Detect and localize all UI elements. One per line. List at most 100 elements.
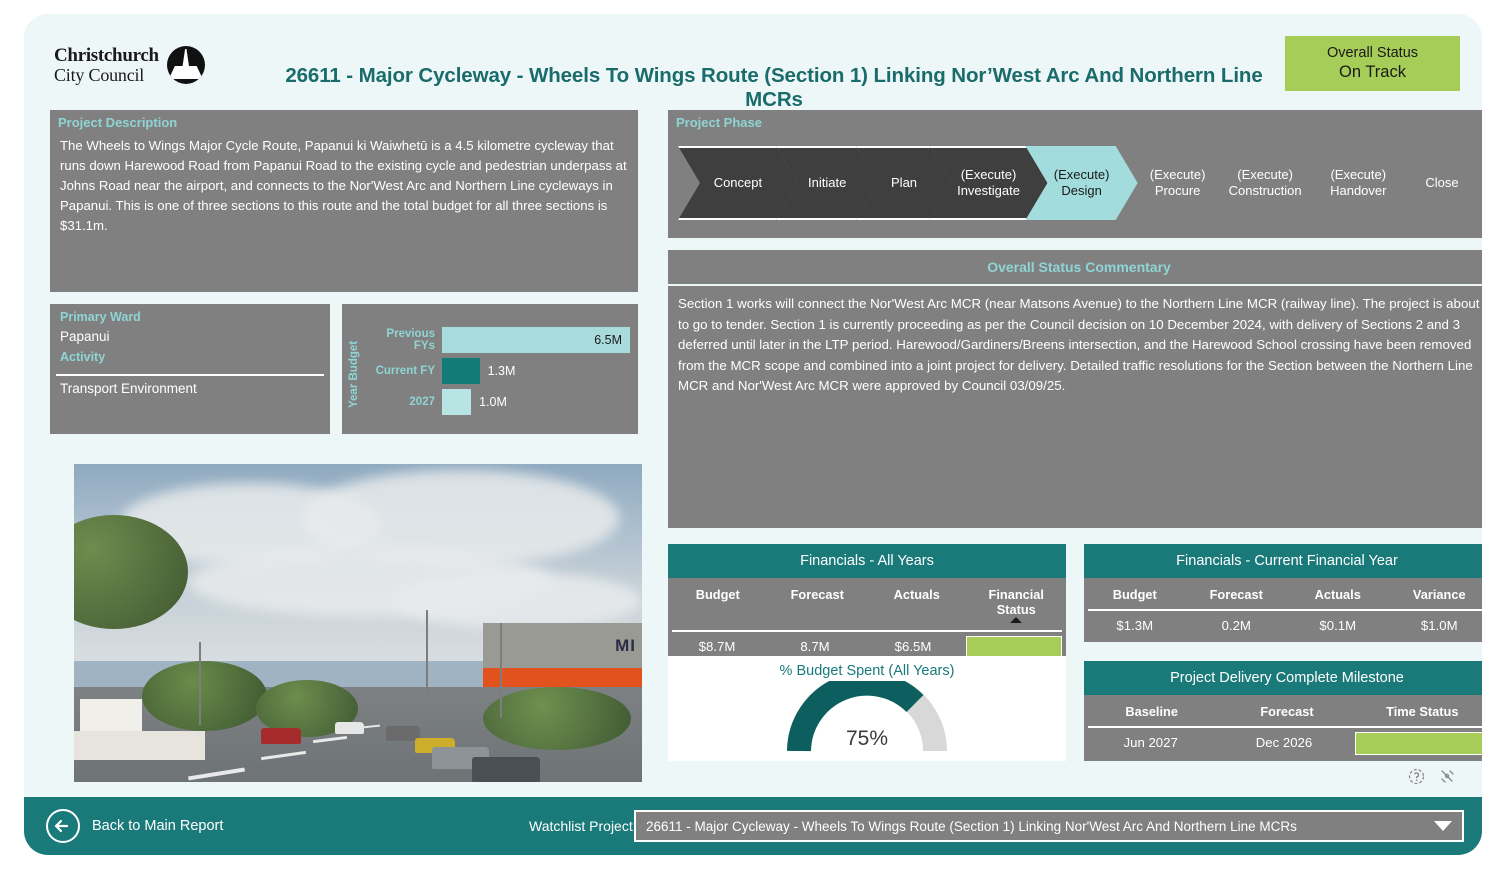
watchlist-project-value: 26611 - Major Cycleway - Wheels To Wings… [646,818,1297,834]
year-budget-bars: Previous FYs 6.5M Current FY 1.3M [368,324,630,417]
project-description-text: The Wheels to Wings Major Cycle Route, P… [60,138,627,234]
column-header-forecast: Forecast [1260,704,1314,719]
milestone-title: Project Delivery Complete Milestone [1084,661,1482,695]
phase-step-label: Initiate [808,175,847,191]
cell-variance: $1.0M [1420,618,1458,633]
column-header-budget: Budget [1112,587,1157,602]
table-row: $8.7M 8.7M $6.5M [668,632,1066,665]
filter-icon[interactable] [1439,768,1456,785]
phase-step-label: (Execute) [1053,167,1110,183]
footer-bar: Back to Main Report Watchlist Project: 2… [24,797,1482,855]
column-header-time-status: Time Status [1386,704,1459,719]
activity-value: Transport Environment [60,381,197,396]
bar-2027[interactable]: 1.0M [442,388,507,415]
cell-budget: $1.3M [1116,618,1154,633]
status-commentary-title: Overall Status Commentary [668,250,1482,286]
photo-light-pole [500,623,502,719]
cell-actuals: $6.5M [894,639,932,654]
phase-step-sublabel: Handover [1330,183,1387,198]
council-logo: Christchurch City Council [54,46,205,84]
bar-current-fy[interactable]: 1.3M [442,357,515,384]
phase-step-sublabel: Procure [1154,183,1201,198]
photo-car [471,756,540,782]
photo-building-stripe [482,667,642,687]
bar-row: 2027 1.0M [368,386,630,417]
project-description-panel: Project Description The Wheels to Wings … [50,110,638,292]
column-header-actuals: Actuals [893,587,940,602]
bar-row: Current FY 1.3M [368,355,630,386]
column-header-variance: Variance [1412,587,1466,602]
watchlist-project-dropdown[interactable]: 26611 - Major Cycleway - Wheels To Wings… [634,810,1464,842]
time-status-badge [1354,732,1482,755]
budget-spent-gauge: 75% [787,671,947,753]
bar-value-label: 1.3M [487,363,516,378]
column-header-actuals: Actuals [1314,587,1361,602]
table-divider [1088,726,1482,728]
ward-divider [56,374,324,376]
phase-step-label: (Execute) [1237,167,1293,183]
phase-step-concept[interactable]: Concept [678,146,798,220]
phase-step-execute-construction[interactable]: (Execute) Construction [1218,146,1313,220]
status-commentary-panel: Overall Status Commentary Section 1 work… [668,250,1482,528]
table-header-row: Baseline Forecast Time Status [1084,695,1482,726]
budget-spent-gauge-title: % Budget Spent (All Years) [779,663,955,679]
budget-spent-gauge-value: 75% [845,727,889,750]
project-phase-panel: Project Phase Concept Initiate Plan (Exe… [668,110,1482,238]
phase-step-label: (Execute) [960,167,1017,183]
table-header-row: Budget Forecast Actuals Financial Status [668,578,1066,630]
bar-category-label: Previous FYs [386,327,435,352]
watchlist-project-label: Watchlist Project: [529,818,637,834]
bar-value-label: 1.0M [479,394,507,409]
photo-car [335,721,364,735]
bar-value-label: 6.5M [594,332,622,347]
column-header-financial-status-label: Financial Status [988,587,1044,617]
year-budget-chart: Year Budget Previous FYs 6.5M Current FY… [342,304,638,434]
photo-cloud [392,572,642,630]
milestone-table: Baseline Forecast Time Status Jun 2027 D… [1084,695,1482,761]
project-description-title: Project Description [58,115,178,130]
photo-light-pole [426,610,429,719]
phase-step-label: (Execute) [1149,167,1206,183]
cell-forecast: 8.7M [800,639,830,654]
report-frame: Christchurch City Council 26611 - Major … [22,12,1484,857]
logo-line-2: City Council [54,64,145,85]
column-header-baseline: Baseline [1125,704,1178,719]
photo-tree [142,661,268,732]
financials-all-years-card: Financials - All Years Budget Forecast A… [668,544,1066,665]
table-divider [1088,609,1482,611]
cell-forecast: 0.2M [1221,618,1251,633]
bar-category-label: Current FY [375,364,435,377]
project-phase-steps: Concept Initiate Plan (Execute) Investig… [678,146,1480,220]
cell-actuals: $0.1M [1319,618,1357,633]
photo-wall [74,731,205,760]
overall-status-value: On Track [1339,63,1406,82]
photo-tree [74,514,188,630]
primary-ward-value: Papanui [60,329,110,344]
table-header-row: Budget Forecast Actuals Variance [1084,578,1482,609]
chevron-down-icon [1434,821,1452,831]
column-header-budget: Budget [695,587,740,602]
cell-forecast: Dec 2026 [1255,735,1313,750]
bar-track: 6.5M [442,326,630,353]
photo-building-sign: MI [615,635,636,655]
column-header-forecast: Forecast [790,587,844,602]
budget-spent-gauge-card: % Budget Spent (All Years) 75% [668,656,1066,761]
photo-tree [482,686,631,751]
year-budget-axis-title: Year Budget [348,340,360,408]
photo-house [79,699,143,738]
status-marker-icon [1010,617,1023,623]
phase-step-sublabel: Construction [1228,183,1302,198]
phase-step-sublabel: Investigate [957,183,1020,198]
phase-step-label: Concept [713,175,763,191]
financials-current-fy-title: Financials - Current Financial Year [1084,544,1482,578]
photo-light-pole [198,642,201,725]
phase-step-execute-procure[interactable]: (Execute) Procure [1138,146,1218,220]
back-to-main-report-button[interactable]: Back to Main Report [46,809,223,843]
bar-previous-fys[interactable]: 6.5M [442,326,630,353]
phase-step-close[interactable]: Close [1404,146,1480,220]
phase-step-execute-handover[interactable]: (Execute) Handover [1313,146,1404,220]
financials-current-fy-table: Budget Forecast Actuals Variance $1.3M 0… [1084,578,1482,642]
column-header-financial-status: Financial Status [967,578,1067,630]
focus-mode-icon[interactable] [1408,768,1425,785]
